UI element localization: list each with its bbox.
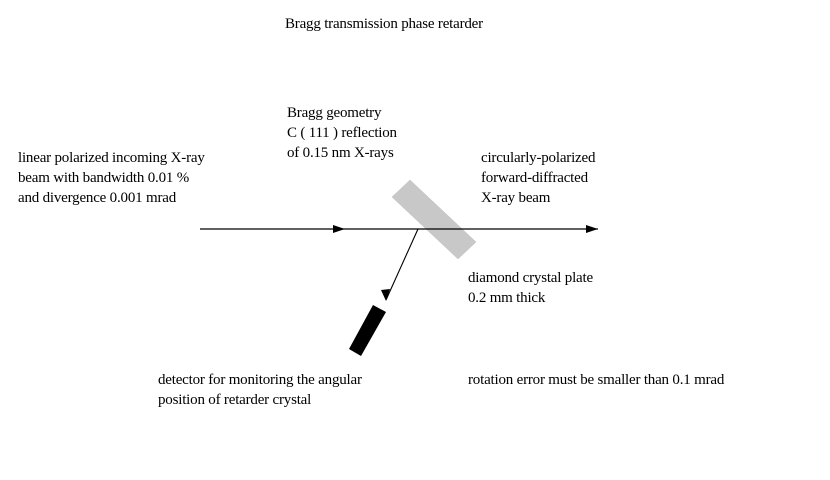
output-beam-line-3: X-ray beam (481, 190, 551, 206)
bragg-geometry-line-3: of 0.15 nm X-rays (287, 145, 394, 161)
rotation-error-text: rotation error must be smaller than 0.1 … (468, 372, 725, 388)
incoming-beam-line-1: linear polarized incoming X-ray (18, 150, 205, 166)
diamond-crystal-plate (391, 179, 477, 260)
bragg-geometry-line-1: Bragg geometry (287, 105, 382, 121)
output-beam-line-2: forward-diffracted (481, 170, 588, 186)
diagram-title-text: Bragg transmission phase retarder (285, 16, 483, 32)
crystal-label: diamond crystal plate 0.2 mm thick (468, 268, 593, 308)
crystal-line-1: diamond crystal plate (468, 270, 593, 286)
output-beam-line-1: circularly-polarized (481, 150, 596, 166)
incoming-beam-arrowhead (333, 225, 345, 233)
output-beam-arrowhead (586, 225, 598, 233)
bragg-geometry-line-2: C ( 111 ) reflection (287, 125, 397, 141)
bragg-geometry-label: Bragg geometry C ( 111 ) reflection of 0… (287, 103, 397, 163)
diagram-title: Bragg transmission phase retarder (285, 14, 483, 34)
diffracted-beam-arrowhead (381, 289, 390, 301)
incoming-beam-line-3: and divergence 0.001 mrad (18, 190, 177, 206)
detector-body (349, 305, 386, 356)
detector-line-1: detector for monitoring the angular (158, 372, 362, 388)
detector-label: detector for monitoring the angular posi… (158, 370, 362, 410)
incoming-beam-line-2: beam with bandwidth 0.01 % (18, 170, 190, 186)
crystal-line-2: 0.2 mm thick (468, 290, 546, 306)
rotation-error-label: rotation error must be smaller than 0.1 … (468, 370, 724, 390)
detector-line-2: position of retarder crystal (158, 392, 312, 408)
incoming-beam-label: linear polarized incoming X-ray beam wit… (18, 148, 205, 208)
diffracted-beam-line (385, 228, 419, 301)
output-beam-label: circularly-polarized forward-diffracted … (481, 148, 595, 208)
